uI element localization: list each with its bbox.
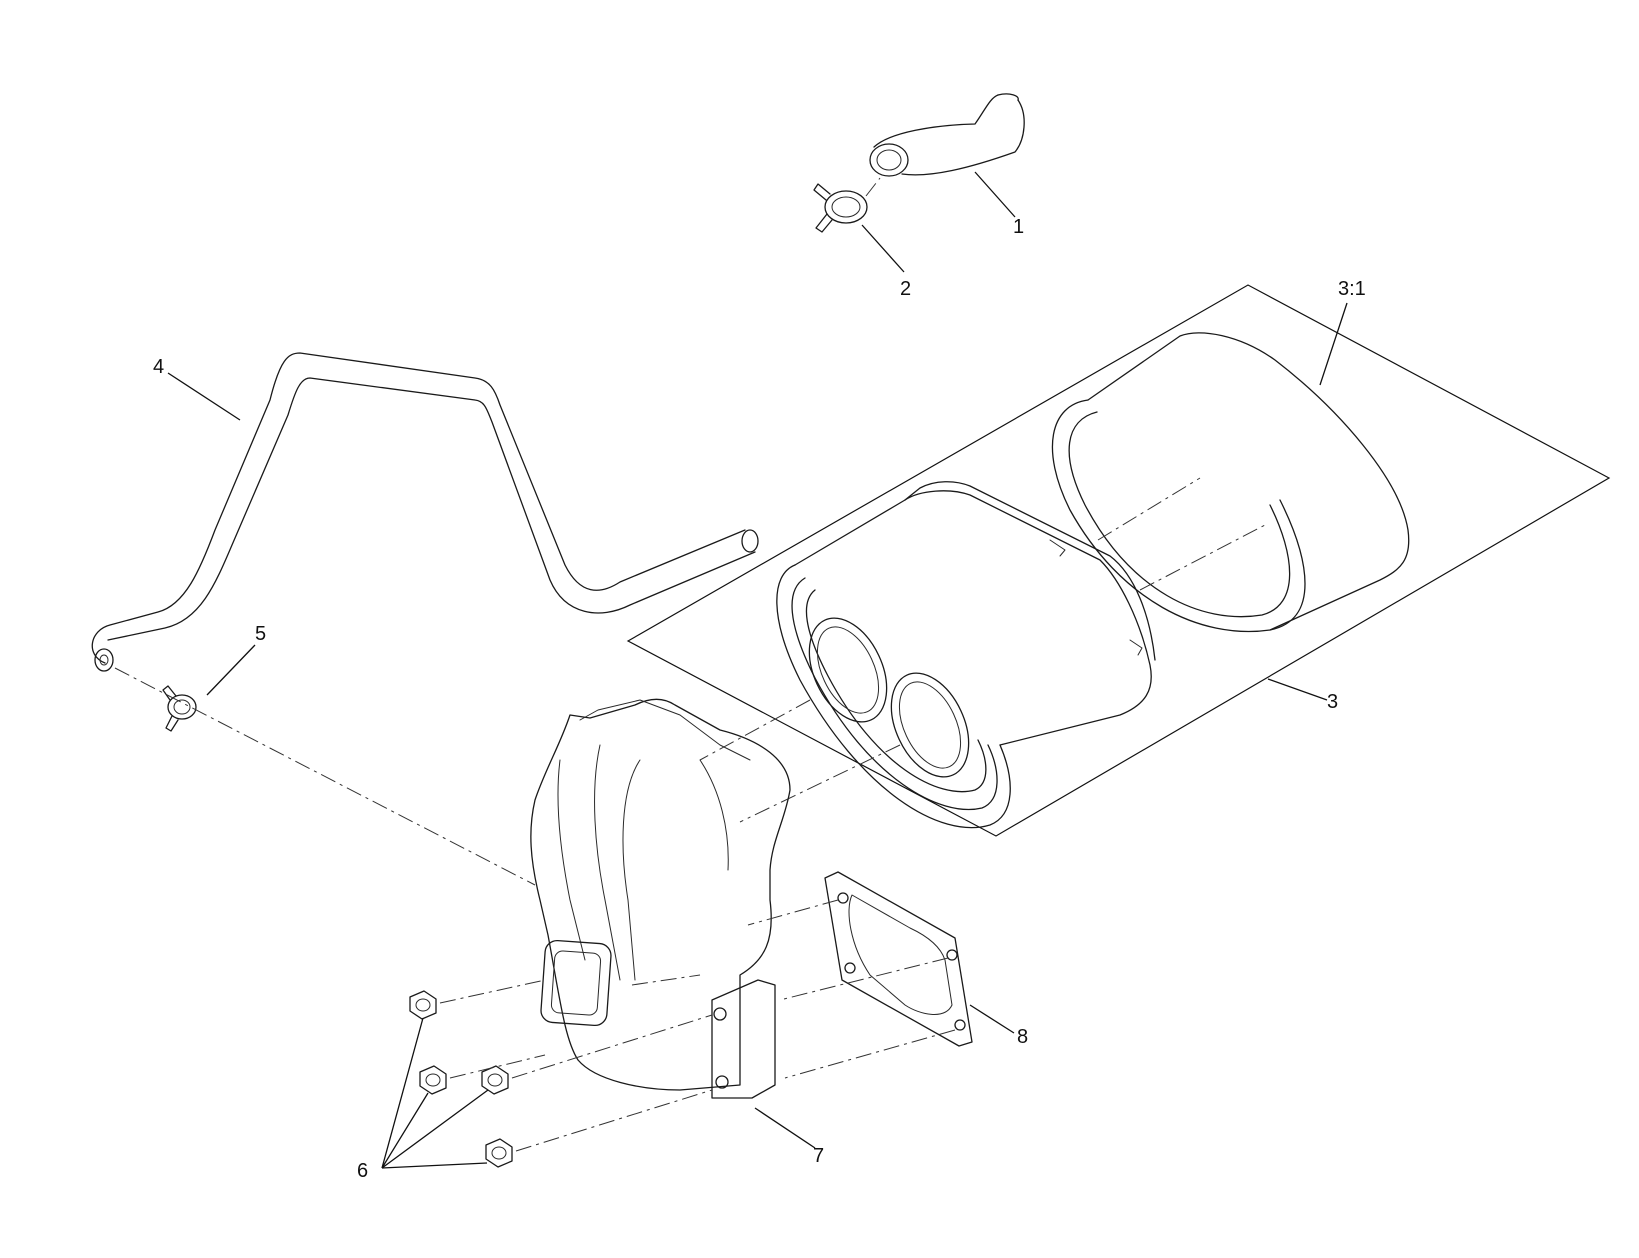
callout-7: 7 xyxy=(813,1145,824,1167)
callout-5: 5 xyxy=(255,623,266,645)
nut-c xyxy=(481,1065,509,1095)
part-1-elbow-hose xyxy=(869,93,1025,177)
callout-3: 3 xyxy=(1327,691,1338,713)
callout-2: 2 xyxy=(900,278,911,300)
kit-outline-box xyxy=(626,284,1611,837)
callout-6: 6 xyxy=(357,1160,368,1182)
callout-8: 8 xyxy=(1017,1026,1028,1048)
callout-1: 1 xyxy=(1013,216,1024,238)
nut-d xyxy=(485,1138,513,1168)
part-4-breather-hose xyxy=(91,352,759,672)
nut-a xyxy=(409,990,437,1020)
leader-lines xyxy=(167,171,1348,1169)
part-6-flange-nuts xyxy=(409,990,513,1168)
part-3-1-safety-filter xyxy=(1051,332,1410,633)
part-2-hose-clamp xyxy=(813,177,881,233)
part-8-gasket xyxy=(747,871,973,1079)
part-7-intake-housing xyxy=(530,698,791,1099)
callout-3-1: 3:1 xyxy=(1338,278,1366,300)
assembly-centerlines xyxy=(114,667,713,1152)
callout-4: 4 xyxy=(153,356,164,378)
part-5-hose-clamp xyxy=(162,685,197,732)
nut-b xyxy=(419,1065,447,1095)
part-3-air-filter xyxy=(699,481,1156,829)
